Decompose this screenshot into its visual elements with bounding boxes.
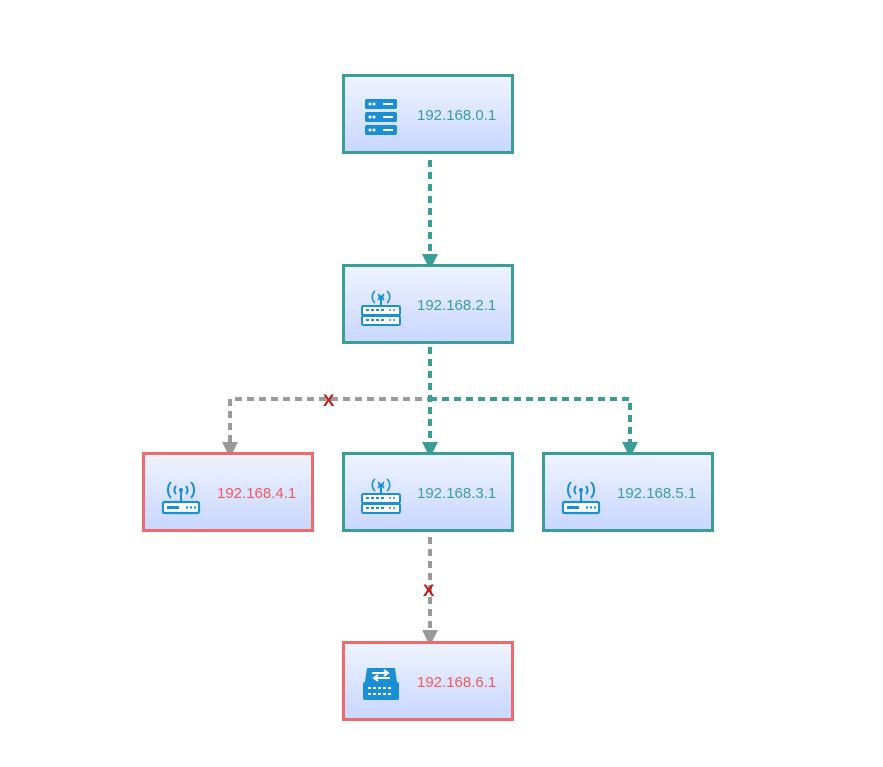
link-failure-mark: X [423, 581, 435, 600]
node-ip-label: 192.168.2.1 [417, 297, 497, 314]
node-ip-label: 192.168.4.1 [217, 485, 297, 502]
wireless-router-icon [161, 481, 201, 515]
node-ip-label: 192.168.6.1 [417, 674, 497, 691]
node-ip-label: 192.168.0.1 [417, 107, 497, 124]
link-failure-mark: X [323, 391, 335, 410]
link-192-168-2-1-to-192-168-5-1 [430, 397, 638, 458]
router-icon [361, 290, 401, 326]
node-router[interactable]: 192.168.2.1 [342, 264, 514, 344]
node-wireless-router-down[interactable]: 192.168.4.1 [142, 452, 314, 532]
node-switch-down[interactable]: 192.168.6.1 [342, 641, 514, 721]
node-router[interactable]: 192.168.3.1 [342, 452, 514, 532]
node-ip-label: 192.168.3.1 [417, 485, 497, 502]
wireless-router-icon [561, 481, 601, 515]
server-icon [365, 99, 397, 135]
switch-icon [363, 668, 399, 700]
node-ip-label: 192.168.5.1 [617, 485, 697, 502]
node-wireless-router[interactable]: 192.168.5.1 [542, 452, 714, 532]
router-icon [361, 478, 401, 514]
node-server[interactable]: 192.168.0.1 [342, 74, 514, 154]
